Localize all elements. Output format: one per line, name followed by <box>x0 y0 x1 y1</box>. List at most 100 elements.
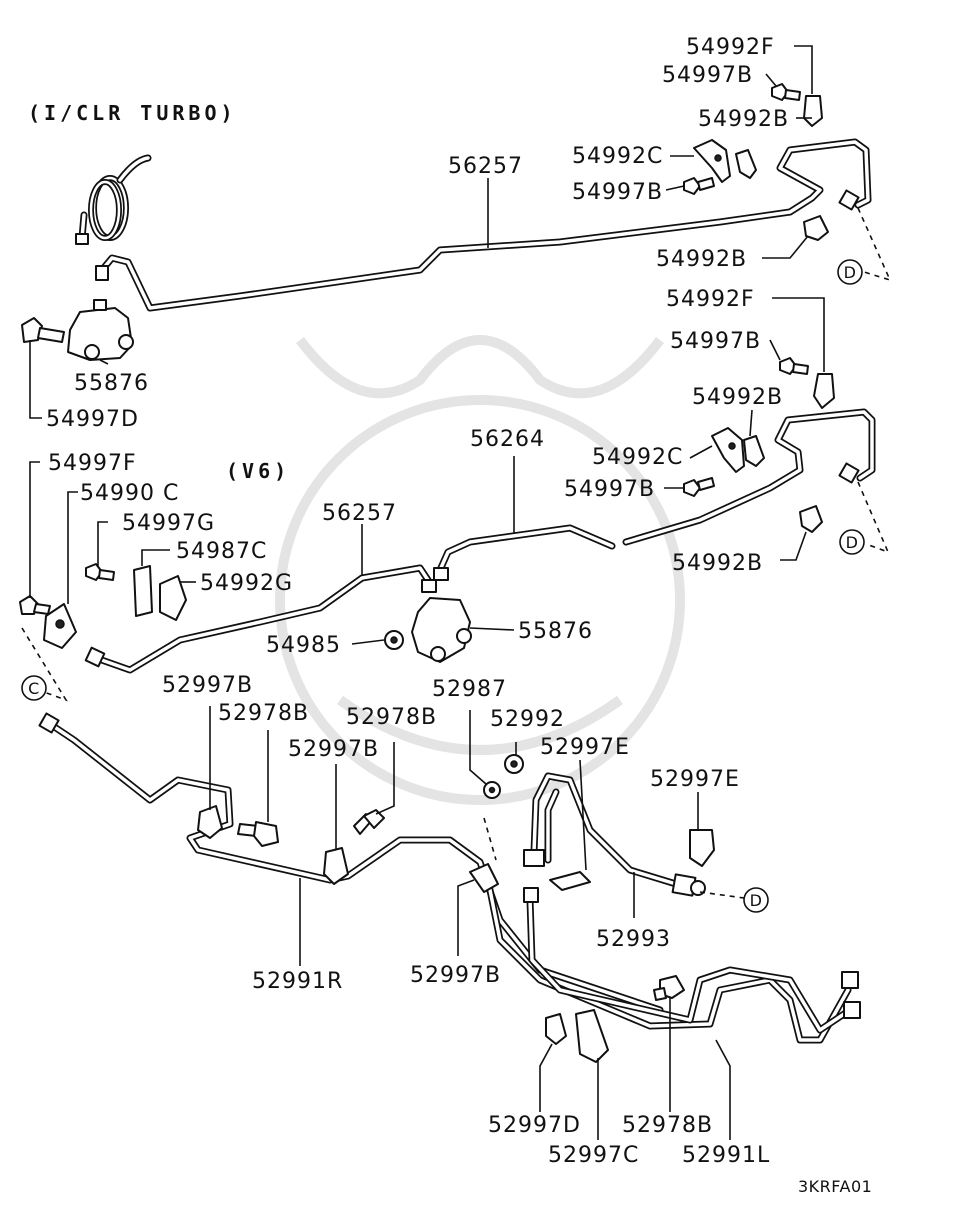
figure-code: 3KRFA01 <box>798 1177 872 1196</box>
bracket-54992C-v6 <box>711 427 745 473</box>
leader-r-52987 <box>469 710 487 785</box>
ref-line-d2 <box>857 481 890 554</box>
callout-v-54992G: 54992G <box>200 571 293 596</box>
t-joint-55876-v6 <box>411 597 472 663</box>
watermark-emblem <box>275 335 685 805</box>
bolt-52978B-a <box>237 821 279 847</box>
clip-54992B-turbo-b <box>803 215 829 241</box>
callout-v-54997B-a: 54997B <box>670 329 761 354</box>
clip-54992F-turbo <box>803 95 823 127</box>
section-title-v6: (V6) <box>226 459 290 483</box>
ref-mark-d2-label: D <box>846 533 859 552</box>
nut-52992 <box>504 754 524 774</box>
callout-r-52997E-a: 52997E <box>540 735 630 760</box>
callout-t-54997D: 54997D <box>46 407 139 432</box>
callout-v-54997G: 54997G <box>122 511 215 536</box>
t-joint-55876-turbo <box>67 299 134 361</box>
section-title-turbo: (I/CLR TURBO) <box>28 101 237 125</box>
callout-r-52987: 52987 <box>432 677 507 702</box>
callout-r-52997E-b: 52997E <box>650 767 740 792</box>
ref-line-52987 <box>483 817 497 861</box>
leader-v-54992B-b <box>780 531 807 561</box>
leader-v-55876 <box>469 627 515 631</box>
bolt-54997B-turbo-a <box>771 83 801 101</box>
callout-v-56264: 56264 <box>470 427 545 452</box>
clip-52997E-a <box>549 871 591 891</box>
bracket-52997C <box>575 1009 609 1063</box>
ref-mark-d1-label: D <box>844 263 857 282</box>
callout-r-52992: 52992 <box>490 707 565 732</box>
bolt-52978B-b <box>353 809 385 835</box>
callout-v-54987C: 54987C <box>176 539 267 564</box>
callout-r-52997C: 52997C <box>548 1143 639 1168</box>
callout-v-56257: 56257 <box>322 501 397 526</box>
ref-mark-d3-label: D <box>750 891 763 910</box>
callout-v-54990C: 54990 C <box>80 481 179 506</box>
clip-54992F-v6 <box>813 373 835 409</box>
grommet-52987 <box>483 781 501 799</box>
leader-t-54997D <box>29 340 42 419</box>
ref-line-d1 <box>857 207 892 282</box>
leader-t-54997B-b <box>665 185 685 191</box>
leader-v-54997G <box>97 521 108 566</box>
ref-line-d3 <box>699 891 745 899</box>
leader-r-52978B-b <box>375 742 395 815</box>
bolt-52978B-c <box>653 975 685 1001</box>
leader-t-54992F <box>794 45 813 94</box>
callout-r-52991R: 52991R <box>252 969 343 994</box>
callout-v-54997B-b: 54997B <box>564 477 655 502</box>
leader-v-54997F <box>29 461 40 598</box>
clip-52997B-b <box>323 847 349 885</box>
callout-r-52997B-b: 52997B <box>288 737 379 762</box>
callout-v-54997F: 54997F <box>48 451 137 476</box>
callout-r-52997D: 52997D <box>488 1113 581 1138</box>
leader-v-54987C <box>141 549 170 566</box>
pipe-56264 <box>433 408 876 581</box>
leader-r-52997B-c <box>457 879 475 956</box>
callout-v-54992C: 54992C <box>592 445 683 470</box>
callout-r-52978B-c: 52978B <box>622 1113 713 1138</box>
clip-52997B-c <box>469 863 499 893</box>
clip-54992B-turbo-a <box>735 149 757 179</box>
clip-54992G <box>159 575 187 621</box>
callout-v-55876: 55876 <box>518 619 593 644</box>
ref-mark-c: C <box>21 675 47 701</box>
clip-52997E-b <box>689 829 715 867</box>
callout-v-54992B-a: 54992B <box>692 385 783 410</box>
bolt-54997G <box>85 563 115 581</box>
ref-mark-c-label: C <box>28 679 40 698</box>
callout-r-52991L: 52991L <box>682 1143 770 1168</box>
pipe-56257-v6 <box>84 564 437 674</box>
callout-r-52978B-b: 52978B <box>346 705 437 730</box>
ref-mark-d2: D <box>839 529 865 555</box>
leader-t-55876 <box>99 359 109 365</box>
callout-r-52997B-c: 52997B <box>410 963 501 988</box>
callout-t-54997B-b: 54997B <box>572 180 663 205</box>
bracket-54992C-turbo <box>693 139 731 183</box>
bracket-54987C <box>133 565 153 617</box>
callout-t-56257: 56257 <box>448 154 523 179</box>
bolt-54997F <box>19 595 51 615</box>
ref-line-c <box>21 627 68 702</box>
clip-52997D <box>545 1013 567 1045</box>
callout-t-54997B-a: 54997B <box>662 63 753 88</box>
callout-v-54992B-b: 54992B <box>672 551 763 576</box>
plug-54985 <box>384 630 404 650</box>
leader-v-54985 <box>351 639 385 645</box>
callout-t-54992B-a: 54992B <box>698 107 789 132</box>
coiled-pipe <box>75 154 152 245</box>
bracket-54990C <box>43 603 77 649</box>
leader-v-54992F <box>772 297 825 372</box>
callout-r-52993: 52993 <box>596 927 671 952</box>
clip-52997B-a <box>197 805 223 839</box>
bolt-54997B-turbo-b <box>683 177 715 195</box>
leader-v-54997B-a <box>769 339 781 361</box>
callout-v-54992F: 54992F <box>666 287 755 312</box>
leader-v-54990C <box>67 491 78 604</box>
leader-t-54997B-a <box>765 73 777 87</box>
bolt-54997D <box>21 317 65 343</box>
leader-t-54992B-b <box>762 235 809 259</box>
leader-r-52991L <box>715 1039 731 1140</box>
callout-r-52997B-a: 52997B <box>162 673 253 698</box>
